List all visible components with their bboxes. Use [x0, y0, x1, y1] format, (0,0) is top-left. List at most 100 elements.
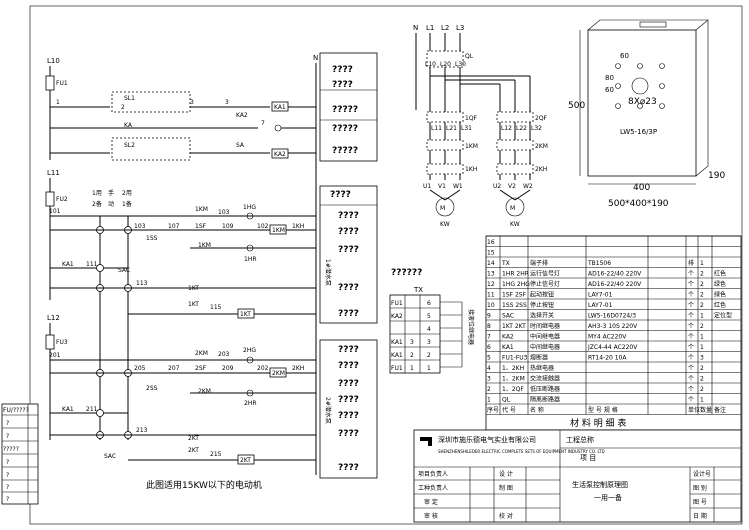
- phase-label-l10: L10: [47, 57, 60, 65]
- bom-cell-15-no: 15: [487, 250, 495, 257]
- sel-2yong: 2用: [122, 190, 132, 197]
- dev-1hg: 1HG: [243, 204, 256, 211]
- bom-cell-1-code: QL: [502, 397, 511, 404]
- phase-label-l11: L11: [47, 169, 60, 177]
- thermal-2kh: 2KH: [535, 166, 547, 173]
- bom-cell-5-no: 5: [487, 355, 491, 362]
- bom-title: 材 料 明 细 表: [570, 417, 626, 429]
- dev-2km-mid: 2KM: [198, 388, 211, 395]
- desc-p1-2: ????: [338, 227, 359, 237]
- bom-cell-11-unit: 个: [688, 292, 694, 299]
- bom-cell-3-no: 3: [487, 376, 491, 383]
- dim-60a: 60: [620, 52, 629, 60]
- fuse-fu2-label: FU2: [56, 196, 68, 203]
- dev-1kh: 1KH: [292, 223, 304, 230]
- margin-4: ?: [6, 459, 9, 466]
- contactor-2km: 2KM: [535, 143, 548, 150]
- dev-1km-top: 1KM: [195, 206, 208, 213]
- fuse-fu3-label: FU3: [56, 339, 68, 346]
- bom-cell-11-name: 起动按钮: [530, 291, 554, 299]
- bom-cell-9-no: 9: [487, 313, 491, 320]
- dev-1sf: 1SF: [195, 223, 207, 230]
- enclosure-drawing: 60 80 60 8X⌀23 LW5-16/3P 500 400 190 500…: [568, 19, 725, 209]
- tb-label-5: FU1: [391, 365, 403, 372]
- bom-cell-2-unit: 个: [688, 386, 694, 393]
- tb-c2-5: 1: [410, 365, 414, 372]
- bom-cell-8-no: 8: [487, 323, 491, 330]
- indicator-lamp: [274, 124, 282, 132]
- bom-cell-11-no: 11: [487, 292, 495, 299]
- sl1-label: SL1: [124, 95, 135, 102]
- sel-1bei: 1备: [122, 200, 132, 208]
- bom-cell-5-unit: 个: [688, 355, 694, 362]
- fuse-fu3: [45, 334, 55, 350]
- motor-phase-l3: L3: [456, 24, 464, 32]
- term-w2: W2: [523, 183, 533, 190]
- project-label: 项 目: [580, 454, 596, 462]
- bom-cell-3-qty: 2: [700, 376, 704, 383]
- dev-2hg: 2HG: [243, 347, 256, 354]
- bom-cell-4-name: 热继电器: [530, 364, 554, 372]
- bom-cell-3-code: 1、2KM: [502, 376, 525, 383]
- tb-label-4: KA1: [391, 352, 403, 359]
- motor-phase-l1: L1: [426, 24, 434, 32]
- node-1: 1: [56, 99, 60, 106]
- tb-right-3: 日 期: [693, 512, 707, 520]
- margin-table: FU/????? ? ? ????? ? ? ? ?: [1, 403, 39, 505]
- bom-cell-12-model: AD16-22/40 220V: [588, 281, 642, 288]
- wire-213: 213: [136, 427, 148, 434]
- tb-right-1: 图 别: [693, 484, 707, 492]
- bom-cell-9-code: SAC: [502, 313, 514, 320]
- wire-101: 101: [49, 208, 61, 215]
- motor-2: [505, 197, 525, 217]
- bom-cell-9-note: 定位型: [714, 312, 732, 320]
- sel-shou: 手: [108, 189, 114, 197]
- tb-right-2: 图 号: [693, 499, 707, 506]
- margin-7: ?: [6, 496, 9, 503]
- caption: 此图适用15KW以下的电动机: [146, 479, 262, 491]
- level-switch-sl2: [111, 137, 191, 161]
- sel-1yong: 1用: [92, 190, 102, 197]
- bom-cell-5-code: FU1-FU3: [502, 355, 528, 362]
- thermal-1kh: 1KH: [465, 166, 477, 173]
- bom-cell-14-code: TX: [501, 260, 510, 267]
- bom-cell-12-code: 1HG 2HG: [502, 281, 530, 288]
- sa-label: SA: [236, 142, 245, 149]
- bom-cell-7-qty: 1: [700, 334, 704, 341]
- bom-cell-10-code: 1SS 2SS: [502, 302, 527, 309]
- tb-c2-4: 2: [410, 352, 414, 359]
- main-circuit: N L1 L2 L3 QL L10 L20 L30 L11 L21 L31 L1…: [413, 24, 548, 228]
- bom-cell-2-no: 2: [487, 386, 491, 393]
- tb-c3-2: 4: [427, 326, 431, 333]
- l32-label: L32: [531, 125, 542, 132]
- bom-cell-8-unit: 个: [688, 323, 694, 330]
- dim-width: 400: [633, 183, 650, 193]
- ka2-label: KA2: [236, 112, 248, 119]
- wire-209: 209: [222, 365, 234, 372]
- desc-p2-3: ????: [338, 395, 359, 405]
- wire-211: 211: [86, 406, 98, 413]
- dim-height: 500: [568, 101, 585, 111]
- margin-0: FU/?????: [3, 407, 29, 414]
- bom-cell-13-code: 1HR 2HR: [502, 271, 529, 278]
- dev-ka1-p1: KA1: [62, 261, 74, 268]
- bom-cell-10-model: LAY7-01: [588, 302, 613, 309]
- wire-113: 113: [136, 280, 148, 287]
- margin-3: ?????: [3, 446, 19, 453]
- bom-cell-10-qty: 2: [700, 302, 704, 309]
- desc-p2-6: ????: [338, 463, 359, 473]
- bom-cell-1-name: 隔离断路器: [530, 396, 560, 404]
- desc-top-4: ?????: [332, 146, 358, 156]
- bom-cell-14-model: TB1506: [587, 260, 611, 267]
- dev-2kh: 2KH: [292, 365, 304, 372]
- dev-2km-low: 2KT: [188, 447, 199, 454]
- desc-p1-0: ????: [330, 190, 351, 200]
- bom-cell-2-name: 低压断路器: [530, 385, 560, 393]
- bom-cell-11-note: 绿色: [714, 291, 726, 299]
- tb-mid-3: 校 对: [499, 512, 513, 520]
- tb-label-1: KA2: [391, 313, 403, 320]
- bom-header-unit: 单位: [688, 406, 700, 414]
- bom-cell-7-unit: 个: [688, 334, 694, 341]
- l31-label: L31: [461, 125, 472, 132]
